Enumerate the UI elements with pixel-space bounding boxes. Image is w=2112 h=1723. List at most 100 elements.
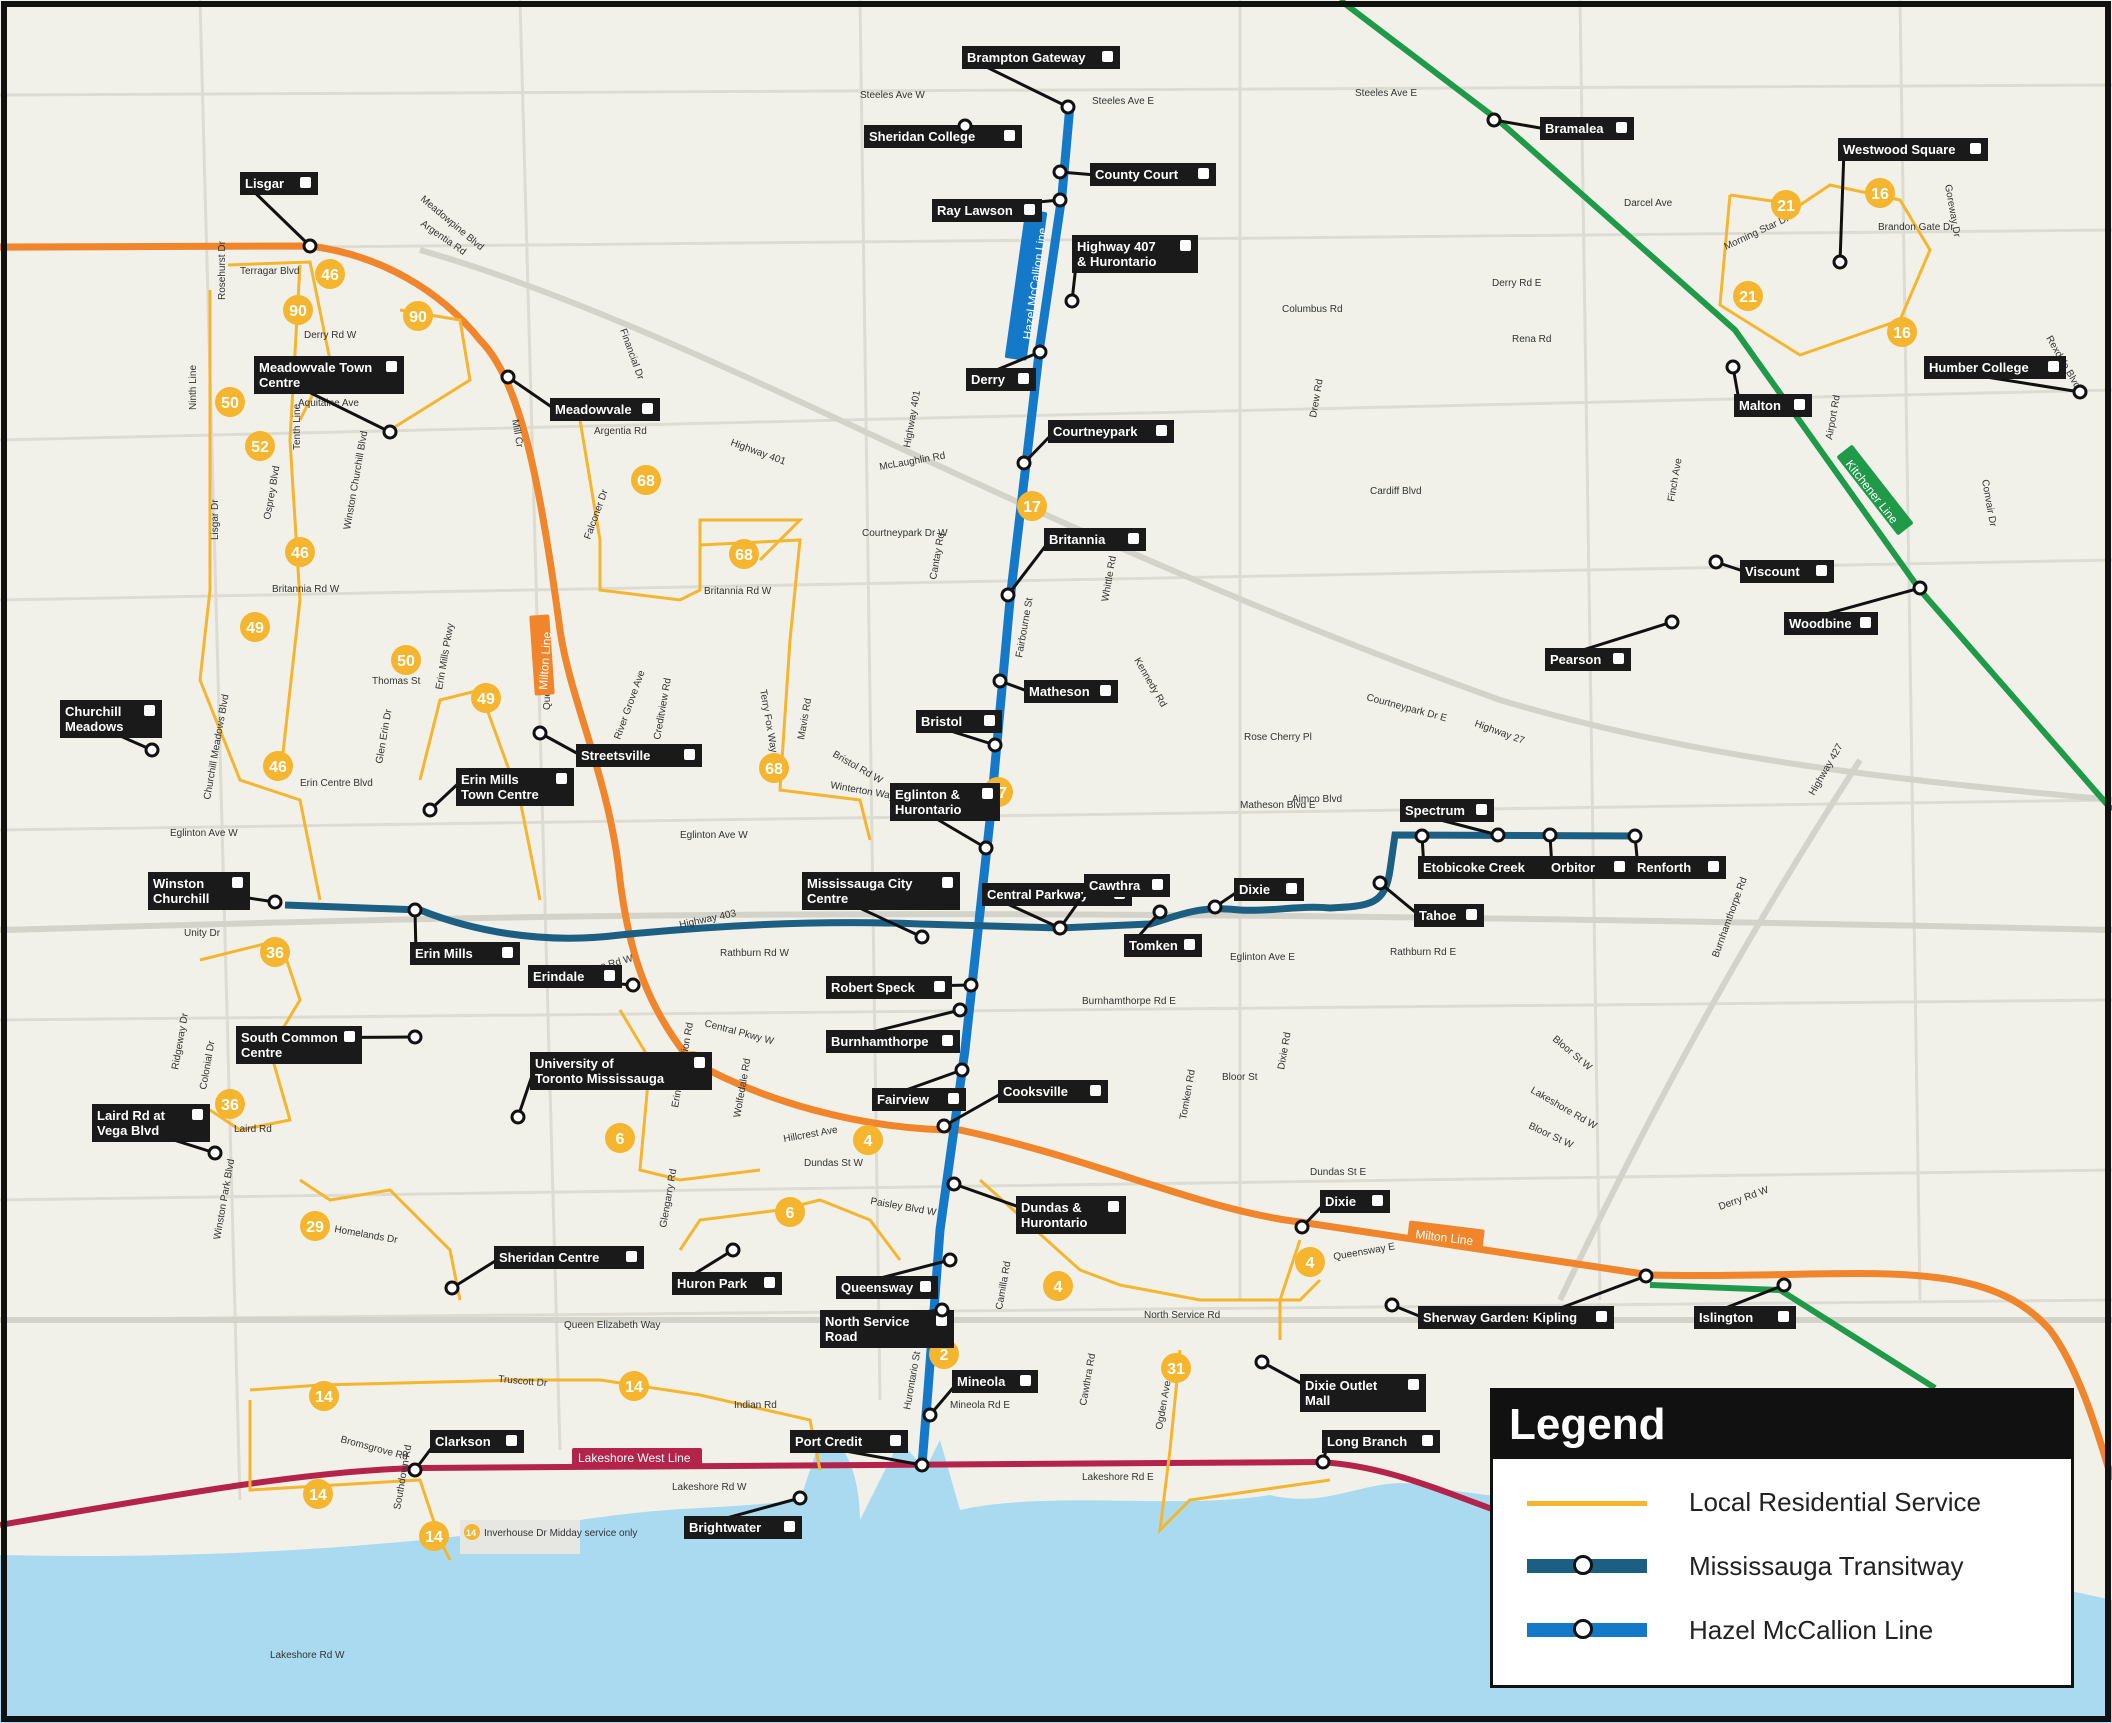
route-badge-68[interactable]: 68 <box>729 539 759 569</box>
station-sheridan-college[interactable]: Sheridan College <box>864 118 1022 148</box>
station-clarkson[interactable]: Clarkson <box>407 1430 524 1478</box>
route-badge-68[interactable]: 68 <box>631 465 661 495</box>
route-badge-50[interactable]: 50 <box>215 387 245 417</box>
station-courtneypark[interactable]: Courtneypark <box>1016 420 1174 471</box>
station-bristol[interactable]: Bristol <box>916 710 1003 753</box>
route-badge-29[interactable]: 29 <box>300 1211 330 1241</box>
station-erindale[interactable]: Erindale <box>528 965 641 993</box>
route-badge-68[interactable]: 68 <box>759 753 789 783</box>
route-badge-16[interactable]: 16 <box>1865 178 1895 208</box>
route-badge-6[interactable]: 6 <box>775 1197 805 1227</box>
station-erin-mills[interactable]: Erin Mills <box>407 902 520 965</box>
route-badge-4[interactable]: 4 <box>1295 1247 1325 1277</box>
station-islington[interactable]: Islington <box>1694 1277 1796 1329</box>
station-dixie[interactable]: Dixie <box>1207 878 1304 915</box>
station-pearson[interactable]: Pearson <box>1545 614 1680 671</box>
route-badge-14[interactable]: 14 <box>309 1381 339 1411</box>
route-badge-21[interactable]: 21 <box>1733 281 1763 311</box>
station-name: Eglinton & <box>895 787 960 802</box>
station-cawthra[interactable]: Cawthra <box>1052 874 1170 936</box>
station-matheson[interactable]: Matheson <box>992 673 1118 703</box>
street-label: Mineola Rd E <box>950 1400 1010 1411</box>
station-renforth[interactable]: Renforth <box>1627 828 1726 879</box>
station-robert-speck[interactable]: Robert Speck <box>826 976 979 999</box>
station-county-court[interactable]: County Court <box>1052 163 1216 186</box>
bus-icon <box>890 1435 901 1446</box>
station-dot <box>422 802 438 818</box>
route-badge-14[interactable]: 14 <box>619 1371 649 1401</box>
route-badge-16[interactable]: 16 <box>1887 317 1917 347</box>
bus-icon <box>1616 122 1627 133</box>
station-ray-lawson[interactable]: Ray Lawson <box>932 192 1068 222</box>
station-highway-407-hurontario[interactable]: Highway 407& Hurontario <box>1064 235 1198 309</box>
station-eglinton-hurontario[interactable]: Eglinton &Hurontario <box>890 783 1000 856</box>
station-bramalea[interactable]: Bramalea <box>1486 112 1634 140</box>
station-tahoe[interactable]: Tahoe <box>1372 875 1484 927</box>
station-brightwater[interactable]: Brightwater <box>684 1490 808 1539</box>
station-orbitor[interactable]: Orbitor <box>1542 827 1632 879</box>
station-westwood-square[interactable]: Westwood Square <box>1832 138 1988 270</box>
station-tomken[interactable]: Tomken <box>1124 904 1202 957</box>
route-badge-21[interactable]: 21 <box>1771 190 1801 220</box>
station-britannia[interactable]: Britannia <box>1000 528 1146 603</box>
station-sheridan-centre[interactable]: Sheridan Centre <box>444 1246 644 1296</box>
route-badge-17[interactable]: 17 <box>1017 491 1047 521</box>
route-badge-4[interactable]: 4 <box>853 1125 883 1155</box>
station-burnhamthorpe[interactable]: Burnhamthorpe <box>826 1002 968 1053</box>
route-badge-36[interactable]: 36 <box>215 1089 245 1119</box>
milton-line-label-north: Milton Line <box>536 631 554 690</box>
route-badge-90[interactable]: 90 <box>283 295 313 325</box>
station-dot <box>1832 254 1848 270</box>
route-badge-6[interactable]: 6 <box>605 1123 635 1153</box>
station-port-credit[interactable]: Port Credit <box>790 1430 930 1473</box>
route-badge-49[interactable]: 49 <box>240 612 270 642</box>
station-malton[interactable]: Malton <box>1725 359 1812 417</box>
route-badge-90[interactable]: 90 <box>403 301 433 331</box>
station-humber-college[interactable]: Humber College <box>1924 356 2088 400</box>
station-streetsville[interactable]: Streetsville <box>532 725 702 767</box>
station-meadowvale[interactable]: Meadowvale <box>500 369 660 421</box>
station-huron-park[interactable]: Huron Park <box>672 1242 782 1295</box>
station-derry[interactable]: Derry <box>966 344 1048 391</box>
station-mineola[interactable]: Mineola <box>922 1370 1038 1423</box>
route-badge-46[interactable]: 46 <box>285 537 315 567</box>
station-etobicoke-creek[interactable]: Etobicoke Creek <box>1414 828 1568 879</box>
station-queensway[interactable]: Queensway <box>836 1252 958 1299</box>
route-badge-46[interactable]: 46 <box>315 259 345 289</box>
route-badge-14[interactable]: 14 <box>419 1521 449 1551</box>
station-long-branch[interactable]: Long Branch <box>1315 1430 1440 1470</box>
route-badge-50[interactable]: 50 <box>391 645 421 675</box>
station-viscount[interactable]: Viscount <box>1708 554 1834 583</box>
route-badge-31[interactable]: 31 <box>1161 1353 1191 1383</box>
station-fairview[interactable]: Fairview <box>872 1062 970 1111</box>
route-badge-36[interactable]: 36 <box>260 937 290 967</box>
station-label-bg <box>236 1026 362 1064</box>
station-name: Robert Speck <box>831 980 916 995</box>
route-badge-4[interactable]: 4 <box>1043 1271 1073 1301</box>
station-brampton-gateway[interactable]: Brampton Gateway <box>962 46 1120 115</box>
station-spectrum[interactable]: Spectrum <box>1400 799 1506 843</box>
station-cooksville[interactable]: Cooksville <box>936 1080 1108 1134</box>
route-badge-14[interactable]: 14 <box>303 1479 333 1509</box>
station-kipling[interactable]: Kipling <box>1528 1268 1654 1329</box>
station-dixie[interactable]: Dixie <box>1294 1190 1390 1235</box>
route-badge-52[interactable]: 52 <box>245 431 275 461</box>
route-badge-49[interactable]: 49 <box>471 683 501 713</box>
bus-icon <box>934 981 945 992</box>
station-lisgar[interactable]: Lisgar <box>240 172 318 254</box>
street-label: Derry Rd E <box>1492 278 1542 289</box>
station-dundas-hurontario[interactable]: Dundas &Hurontario <box>946 1176 1126 1234</box>
route-badge-circle <box>309 1381 339 1411</box>
route-badge-46[interactable]: 46 <box>263 751 293 781</box>
station-woodbine[interactable]: Woodbine <box>1784 580 1928 635</box>
